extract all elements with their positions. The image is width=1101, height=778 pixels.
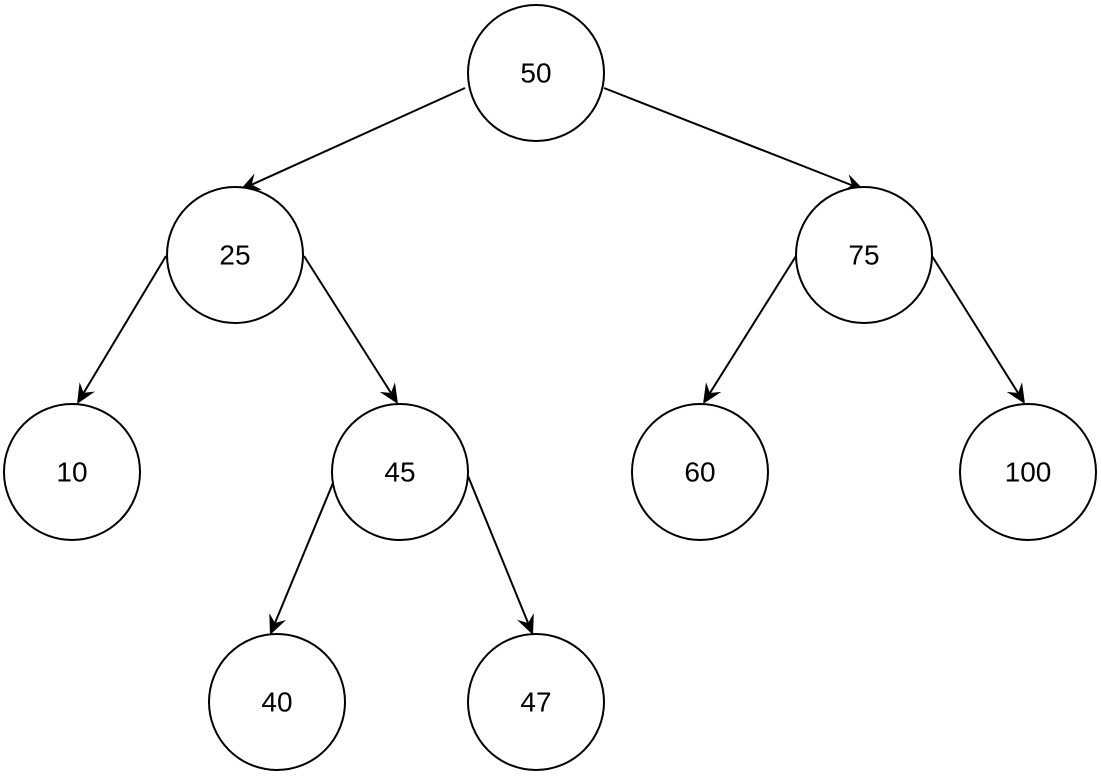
edge-line [467, 475, 530, 624]
node-label: 75 [848, 240, 879, 271]
node-label: 40 [261, 687, 292, 718]
node-circle [631, 403, 769, 541]
arrowhead-icon [517, 613, 534, 635]
tree-node-50: 50 [467, 4, 605, 142]
edge-75-to-60 [703, 255, 797, 404]
edge-line [82, 255, 167, 394]
tree-node-100: 100 [959, 403, 1097, 541]
edge-45-to-47 [467, 475, 534, 635]
edge-25-to-10 [77, 255, 167, 404]
edge-25-to-45 [303, 255, 398, 404]
edge-line [931, 255, 1019, 394]
edge-50-to-75 [603, 87, 864, 192]
node-circle [467, 4, 605, 142]
node-label: 47 [520, 687, 551, 718]
nodes-layer: 50 25 75 10 45 60 100 40 47 [3, 4, 1097, 771]
arrowhead-icon [1006, 382, 1025, 404]
edge-line [251, 87, 466, 186]
tree-node-40: 40 [208, 633, 346, 771]
tree-node-60: 60 [631, 403, 769, 541]
arrowhead-icon [269, 613, 286, 635]
node-label: 100 [1005, 457, 1052, 488]
node-label: 45 [384, 457, 415, 488]
node-label: 10 [56, 457, 87, 488]
arrowhead-icon [240, 173, 262, 190]
arrowhead-icon [703, 382, 722, 404]
tree-node-47: 47 [467, 633, 605, 771]
arrowhead-icon [77, 382, 95, 404]
edge-50-to-25 [240, 87, 466, 190]
node-circle [3, 403, 141, 541]
tree-node-10: 10 [3, 403, 141, 541]
node-circle [331, 403, 469, 541]
node-circle [467, 633, 605, 771]
node-label: 60 [684, 457, 715, 488]
edge-45-to-40 [269, 482, 334, 635]
edge-line [274, 482, 334, 624]
node-label: 50 [520, 58, 551, 89]
arrowhead-icon [379, 382, 398, 404]
tree-node-75: 75 [795, 186, 933, 324]
node-circle [959, 403, 1097, 541]
node-label: 25 [219, 240, 250, 271]
node-circle [166, 186, 304, 324]
tree-node-45: 45 [331, 403, 469, 541]
edge-line [303, 255, 392, 394]
node-circle [208, 633, 346, 771]
tree-node-25: 25 [166, 186, 304, 324]
edge-75-to-100 [931, 255, 1025, 404]
edge-line [603, 87, 853, 187]
edge-line [709, 255, 797, 394]
node-circle [795, 186, 933, 324]
edges-layer [77, 87, 1025, 635]
